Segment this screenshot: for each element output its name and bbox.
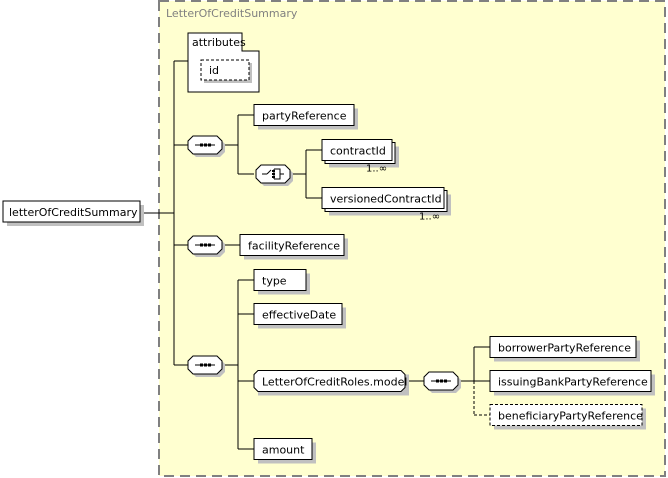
element-beneficiaryPartyReference-label: beneficiaryPartyReference	[498, 410, 643, 423]
sequence-compositor-icon	[195, 243, 215, 247]
element-partyReference[interactable]: partyReference	[253, 104, 358, 130]
element-issuingBankPartyReference-label: issuingBankPartyReference	[498, 376, 648, 389]
attributes-label: attributes	[192, 36, 246, 49]
choice-compositor-icon	[262, 168, 284, 180]
element-issuingBankPartyReference[interactable]: issuingBankPartyReference	[489, 370, 655, 396]
sequence-compositor-2[interactable]	[187, 235, 225, 257]
element-facilityReference-label: facilityReference	[248, 240, 340, 253]
element-versionedContractId[interactable]: versionedContractId 1..∞	[321, 187, 451, 223]
sequence-compositor-roles[interactable]	[423, 371, 461, 393]
element-versionedContractId-label: versionedContractId	[330, 193, 442, 206]
connectors	[144, 60, 490, 450]
element-contractId-cardinality: 1..∞	[366, 164, 387, 175]
element-type[interactable]: type	[253, 269, 310, 295]
element-effectiveDate-label: effectiveDate	[262, 309, 336, 322]
choice-compositor[interactable]	[255, 164, 293, 186]
group-LetterOfCreditRoles-model-label: LetterOfCreditRoles.model	[262, 376, 407, 389]
sequence-compositor-1[interactable]	[187, 135, 225, 157]
element-facilityReference[interactable]: facilityReference	[239, 234, 348, 260]
element-beneficiaryPartyReference[interactable]: beneficiaryPartyReference	[489, 404, 646, 430]
element-effectiveDate[interactable]: effectiveDate	[253, 303, 346, 329]
element-borrowerPartyReference[interactable]: borrowerPartyReference	[489, 336, 640, 362]
sequence-compositor-icon	[431, 379, 451, 383]
sequence-compositor-icon	[195, 143, 215, 147]
group-title: LetterOfCreditSummary	[166, 7, 298, 20]
element-borrowerPartyReference-label: borrowerPartyReference	[498, 342, 631, 355]
root-element[interactable]: letterOfCreditSummary	[2, 200, 144, 226]
element-partyReference-label: partyReference	[262, 110, 347, 123]
group-LetterOfCreditRoles-model[interactable]: LetterOfCreditRoles.model	[253, 370, 409, 396]
element-contractId-label: contractId	[330, 145, 386, 158]
element-type-label: type	[262, 275, 287, 288]
element-contractId[interactable]: contractId 1..∞	[321, 139, 399, 175]
element-amount-label: amount	[262, 444, 305, 457]
sequence-compositor-3[interactable]	[187, 355, 225, 377]
attribute-id[interactable]	[200, 59, 250, 81]
root-element-label: letterOfCreditSummary	[9, 206, 138, 219]
attribute-id-label: id	[209, 64, 219, 77]
element-versionedContractId-cardinality: 1..∞	[419, 212, 440, 223]
attributes-box[interactable]: attributes id	[187, 32, 260, 93]
element-amount[interactable]: amount	[253, 438, 316, 464]
sequence-compositor-icon	[195, 363, 215, 367]
